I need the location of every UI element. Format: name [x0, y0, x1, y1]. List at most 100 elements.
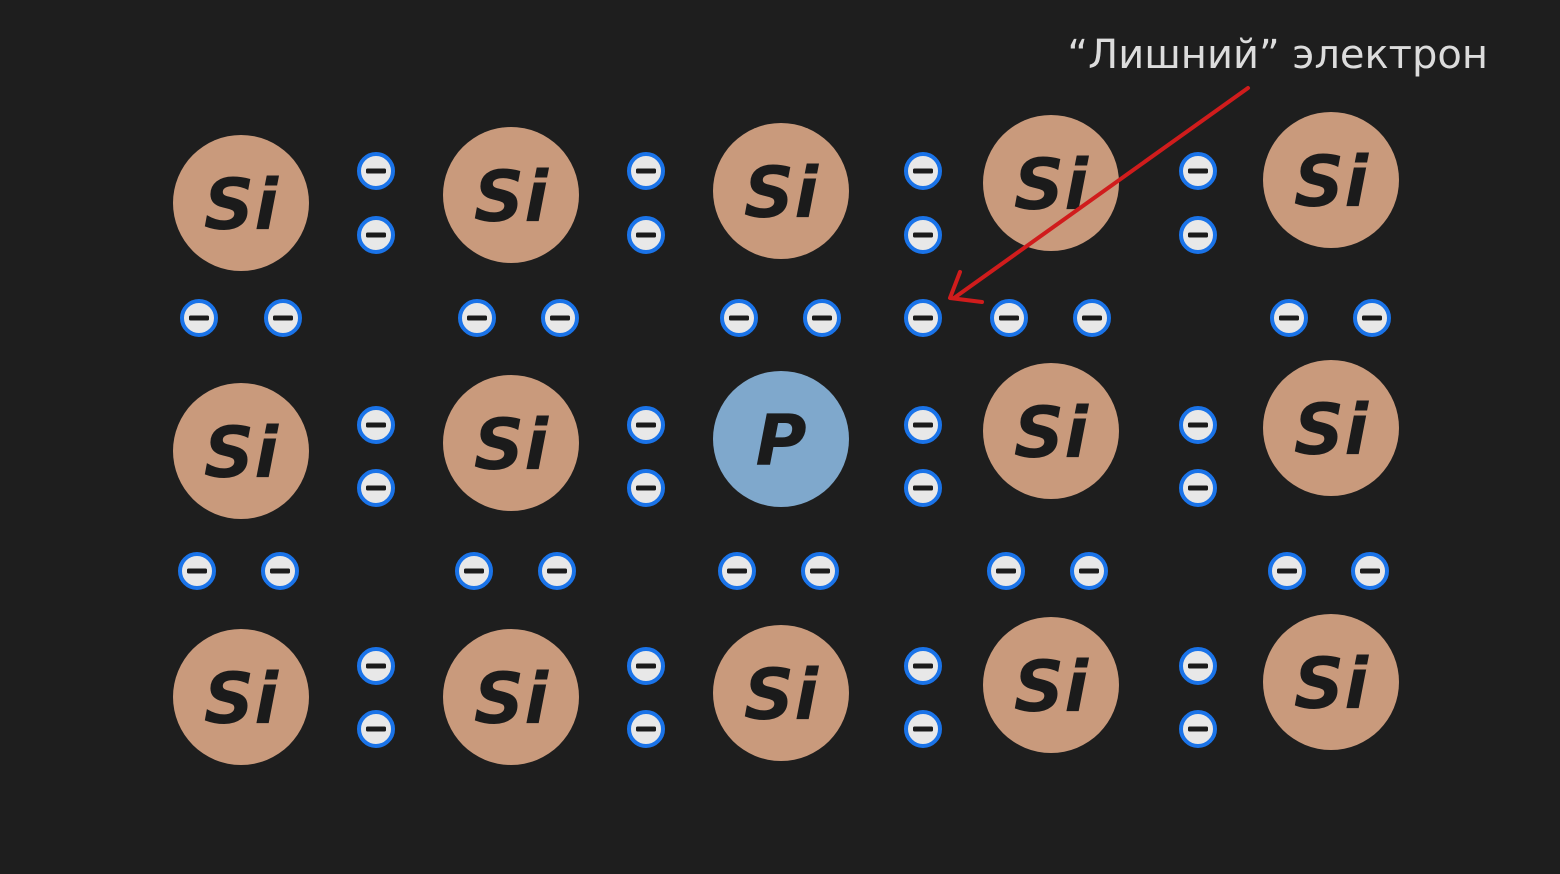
bond-electron: [455, 552, 493, 590]
bond-electron: [357, 710, 395, 748]
atom-symbol: Si: [1294, 643, 1369, 725]
minus-sign-icon: [636, 726, 656, 732]
silicon-atom: Si: [1263, 614, 1399, 750]
bond-electron: [261, 552, 299, 590]
bond-electron: [987, 552, 1025, 590]
minus-sign-icon: [366, 232, 386, 238]
silicon-atom: Si: [173, 383, 309, 519]
silicon-atom: Si: [1263, 360, 1399, 496]
silicon-atom: Si: [983, 115, 1119, 251]
bond-electron: [803, 299, 841, 337]
minus-sign-icon: [913, 232, 933, 238]
bond-electron: [357, 406, 395, 444]
bond-electron: [541, 299, 579, 337]
bond-electron: [1179, 710, 1217, 748]
bond-electron: [180, 299, 218, 337]
minus-sign-icon: [1188, 422, 1208, 428]
minus-sign-icon: [996, 568, 1016, 574]
bond-electron: [264, 299, 302, 337]
minus-sign-icon: [636, 663, 656, 669]
bond-electron: [718, 552, 756, 590]
atom-symbol: Si: [204, 164, 279, 246]
phosphorus-atom: P: [713, 371, 849, 507]
minus-sign-icon: [1279, 315, 1299, 321]
minus-sign-icon: [999, 315, 1019, 321]
bond-electron: [904, 152, 942, 190]
bond-electron: [627, 216, 665, 254]
bond-electron: [627, 710, 665, 748]
minus-sign-icon: [1362, 315, 1382, 321]
minus-sign-icon: [366, 168, 386, 174]
annotation-arrow: [952, 86, 1250, 300]
minus-sign-icon: [810, 568, 830, 574]
minus-sign-icon: [636, 168, 656, 174]
atom-symbol: Si: [1294, 141, 1369, 223]
electrons-layer: [178, 152, 1391, 748]
minus-sign-icon: [1188, 485, 1208, 491]
bond-electron: [801, 552, 839, 590]
minus-sign-icon: [913, 663, 933, 669]
atom-symbol: Si: [1014, 144, 1089, 226]
atom-symbol: Si: [474, 156, 549, 238]
bond-electron: [357, 152, 395, 190]
minus-sign-icon: [366, 485, 386, 491]
atom-symbol: Si: [1294, 389, 1369, 471]
atom-symbol: Si: [744, 654, 819, 736]
minus-sign-icon: [547, 568, 567, 574]
minus-sign-icon: [913, 422, 933, 428]
extra-electron-label: “Лишний” электрон: [1067, 32, 1488, 78]
bond-electron: [1179, 647, 1217, 685]
minus-sign-icon: [1188, 663, 1208, 669]
bond-electron: [178, 552, 216, 590]
bond-electron: [1351, 552, 1389, 590]
bond-electron: [904, 647, 942, 685]
minus-sign-icon: [1188, 168, 1208, 174]
bond-electron: [1073, 299, 1111, 337]
minus-sign-icon: [812, 315, 832, 321]
atom-symbol: Si: [204, 658, 279, 740]
minus-sign-icon: [366, 726, 386, 732]
atom-symbol: Si: [1014, 392, 1089, 474]
minus-sign-icon: [550, 315, 570, 321]
silicon-atom: Si: [713, 625, 849, 761]
atom-symbol: Si: [474, 404, 549, 486]
minus-sign-icon: [189, 315, 209, 321]
minus-sign-icon: [467, 315, 487, 321]
bond-electron: [458, 299, 496, 337]
bond-electron: [720, 299, 758, 337]
bond-electron: [1268, 552, 1306, 590]
bond-electron: [538, 552, 576, 590]
bond-electron: [627, 152, 665, 190]
bond-electron: [357, 469, 395, 507]
silicon-atom: Si: [173, 135, 309, 271]
silicon-atom: Si: [1263, 112, 1399, 248]
bond-electron: [1070, 552, 1108, 590]
extra-electron: [904, 299, 942, 337]
silicon-atom: Si: [443, 375, 579, 511]
bond-electron: [904, 406, 942, 444]
silicon-atom: Si: [443, 127, 579, 263]
minus-sign-icon: [636, 232, 656, 238]
silicon-atom: Si: [173, 629, 309, 765]
bond-electron: [357, 216, 395, 254]
bond-electron: [1179, 406, 1217, 444]
minus-sign-icon: [1188, 232, 1208, 238]
atom-symbol: P: [755, 400, 806, 482]
atom-symbol: Si: [204, 412, 279, 494]
bond-electron: [1179, 152, 1217, 190]
silicon-atom: Si: [983, 363, 1119, 499]
bond-electron: [1270, 299, 1308, 337]
bond-electron: [1353, 299, 1391, 337]
minus-sign-icon: [913, 485, 933, 491]
silicon-atom: Si: [713, 123, 849, 259]
bond-electron: [904, 710, 942, 748]
minus-sign-icon: [273, 315, 293, 321]
minus-sign-icon: [366, 422, 386, 428]
atom-symbol: Si: [744, 152, 819, 234]
minus-sign-icon: [1188, 726, 1208, 732]
bond-electron: [357, 647, 395, 685]
minus-sign-icon: [1082, 315, 1102, 321]
bond-electron: [904, 469, 942, 507]
